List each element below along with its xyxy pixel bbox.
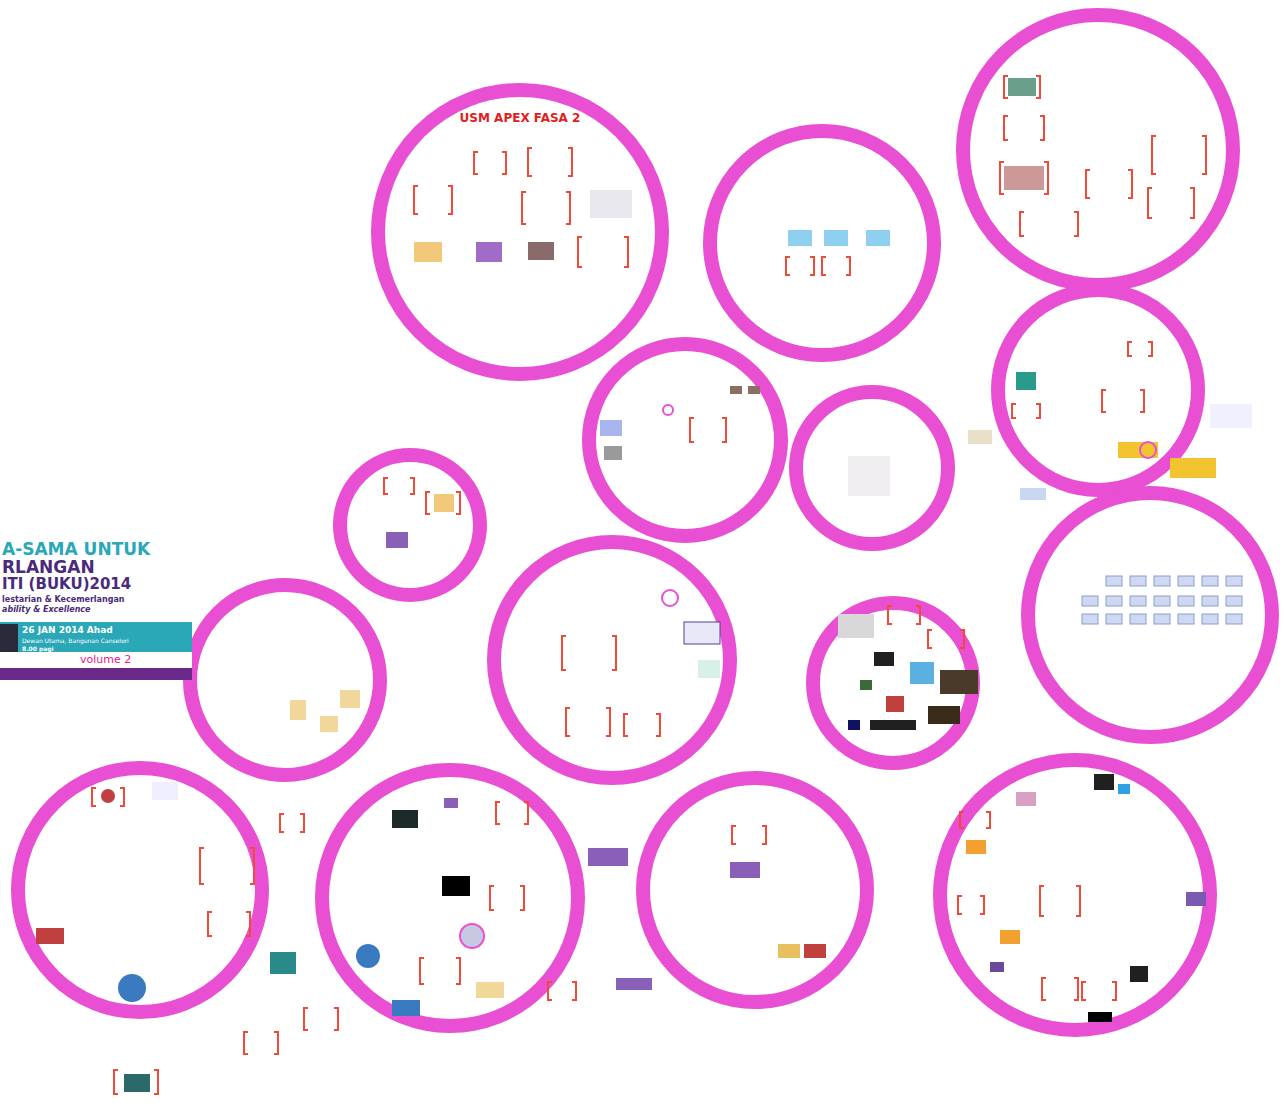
banner-text: volume 2 <box>80 654 131 666</box>
frame-circle: USM APEX FASA 2 <box>370 82 670 382</box>
banner-text: 26 JAN 2014 Ahad <box>22 626 113 636</box>
banner-text: Dewan Utama, Bangunan Canselori <box>22 638 129 645</box>
banner-text: lestarian & Kecemerlangan <box>2 596 125 605</box>
frame-title: USM APEX FASA 2 <box>370 112 670 125</box>
banner-text: ITI (BUKU)2014 <box>2 576 131 593</box>
banner-text: RLANGAN <box>2 558 95 577</box>
banner-text: A-SAMA UNTUK <box>2 540 150 559</box>
banner-text: ability & Excellence <box>2 606 91 615</box>
banner-text: 8.00 pagi <box>22 646 54 653</box>
title-banner: A-SAMA UNTUKRLANGANITI (BUKU)2014 lestari… <box>0 538 196 682</box>
node-outline <box>370 82 670 382</box>
